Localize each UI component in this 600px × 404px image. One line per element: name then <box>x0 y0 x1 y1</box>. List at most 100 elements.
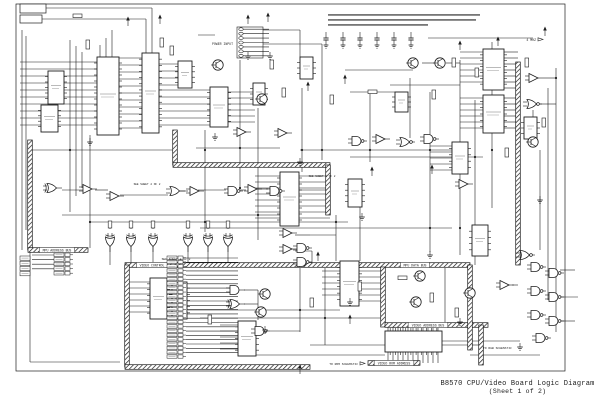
resistor <box>397 275 408 280</box>
label-box <box>19 14 43 24</box>
gate-nand <box>224 186 243 196</box>
capacitor-row <box>323 14 480 49</box>
gate-nor <box>516 250 535 260</box>
gate-buf <box>79 183 97 195</box>
logic-gates <box>43 72 564 343</box>
supply-arrow <box>316 251 320 256</box>
title-block: B8570 CPU/Video Board Logic Diagram (She… <box>430 380 600 396</box>
gate-xor <box>148 220 158 252</box>
gate-xor <box>223 220 233 252</box>
supply-arrow <box>266 12 270 17</box>
bus-label: MPU ADDRESS BUS <box>43 248 72 252</box>
gate-and <box>226 285 245 295</box>
ic <box>523 116 538 140</box>
off-sheet-arrow <box>359 361 366 366</box>
ic-blocks <box>19 3 540 357</box>
ic <box>451 141 469 175</box>
gate-nand <box>266 186 285 196</box>
supply-arrow <box>458 40 462 45</box>
gate-nand <box>532 333 551 343</box>
bus-label: MPU DATA BUS <box>404 263 427 267</box>
supply-arrow <box>348 314 352 319</box>
ic-horizontal <box>384 330 443 353</box>
gate-xor <box>43 183 62 193</box>
ic <box>482 48 505 91</box>
gate-nand <box>545 268 564 278</box>
ic <box>149 277 168 320</box>
supply-arrow <box>496 36 500 41</box>
gate-nand <box>348 136 367 146</box>
transistors <box>211 57 539 318</box>
supply-arrows <box>126 12 547 374</box>
supply-arrow <box>370 166 374 171</box>
power-input-block <box>236 26 269 59</box>
resistor <box>541 117 546 128</box>
resistor <box>329 94 334 105</box>
gate-nand <box>527 286 546 296</box>
ground-symbols <box>87 52 543 351</box>
gate-buf <box>186 185 204 197</box>
gate-buf <box>455 178 473 190</box>
diagram-title: B8570 CPU/Video Board Logic Diagram <box>440 380 595 388</box>
ic <box>40 104 59 133</box>
gate-nor <box>523 99 542 109</box>
annotation-label: SEE SHEET 2 OF 2 <box>309 175 336 178</box>
gate-buf <box>279 227 297 239</box>
annotation-label: SEE SHEET 2 OF 2 <box>134 183 161 186</box>
annotation-label: SEE SHEET 2 OF 2 <box>162 258 191 261</box>
ic <box>482 94 505 134</box>
resistors <box>72 13 546 325</box>
diagram-sheet: (Sheet 1 of 2) <box>488 388 547 395</box>
resistor <box>367 89 378 94</box>
ic <box>47 70 65 105</box>
gate-or <box>166 186 185 196</box>
ic <box>299 56 314 80</box>
gate-nand <box>527 310 546 320</box>
gate-xor <box>183 220 193 252</box>
gate-buf <box>496 279 514 291</box>
annotation-label: TO ROM SCHEMATIC <box>329 363 358 366</box>
bus-label: VIDEO ADDRESS BUS <box>412 323 445 327</box>
gate-buf <box>274 127 292 139</box>
resistor <box>474 67 479 78</box>
bus-label: VIDEO CONTROL <box>140 263 165 267</box>
resistor <box>159 37 164 48</box>
gate-buf <box>372 133 390 145</box>
ic <box>209 86 229 128</box>
component-list-smalltext <box>328 19 476 21</box>
resistor <box>269 59 274 70</box>
ic <box>394 91 409 113</box>
ic <box>471 224 489 257</box>
ic <box>237 320 257 357</box>
off-sheet-arrow <box>537 37 544 42</box>
gate-nand <box>545 316 564 326</box>
supply-arrow <box>158 14 162 19</box>
supply-arrow <box>306 81 310 86</box>
annotations: POWER INPUT SEE SHEET 2 OF 2 SEE SHEET 2 O… <box>134 37 544 366</box>
ic <box>96 56 120 136</box>
gate-buf <box>233 126 251 138</box>
gate-xor <box>203 220 213 252</box>
resistor <box>454 307 459 318</box>
annotation-label: POWER INPUT <box>212 42 233 46</box>
component-list-smalltext <box>328 24 428 26</box>
ic <box>177 60 193 89</box>
resistor <box>85 39 90 50</box>
gate-xor <box>105 220 115 252</box>
label-box <box>19 3 47 14</box>
gate-nand <box>545 292 564 302</box>
edge-connectors <box>19 252 186 359</box>
ic <box>279 171 300 227</box>
gate-nor <box>396 137 415 147</box>
resistor <box>451 57 456 68</box>
gate-buf <box>244 183 262 195</box>
frame <box>15 3 566 372</box>
supply-arrow <box>246 14 250 19</box>
supply-arrow <box>343 74 347 79</box>
supply-arrow <box>543 26 547 31</box>
resistor <box>504 147 509 158</box>
resistor <box>357 281 362 292</box>
annotation-label: TO RGB SCHEMATIC <box>483 347 512 350</box>
